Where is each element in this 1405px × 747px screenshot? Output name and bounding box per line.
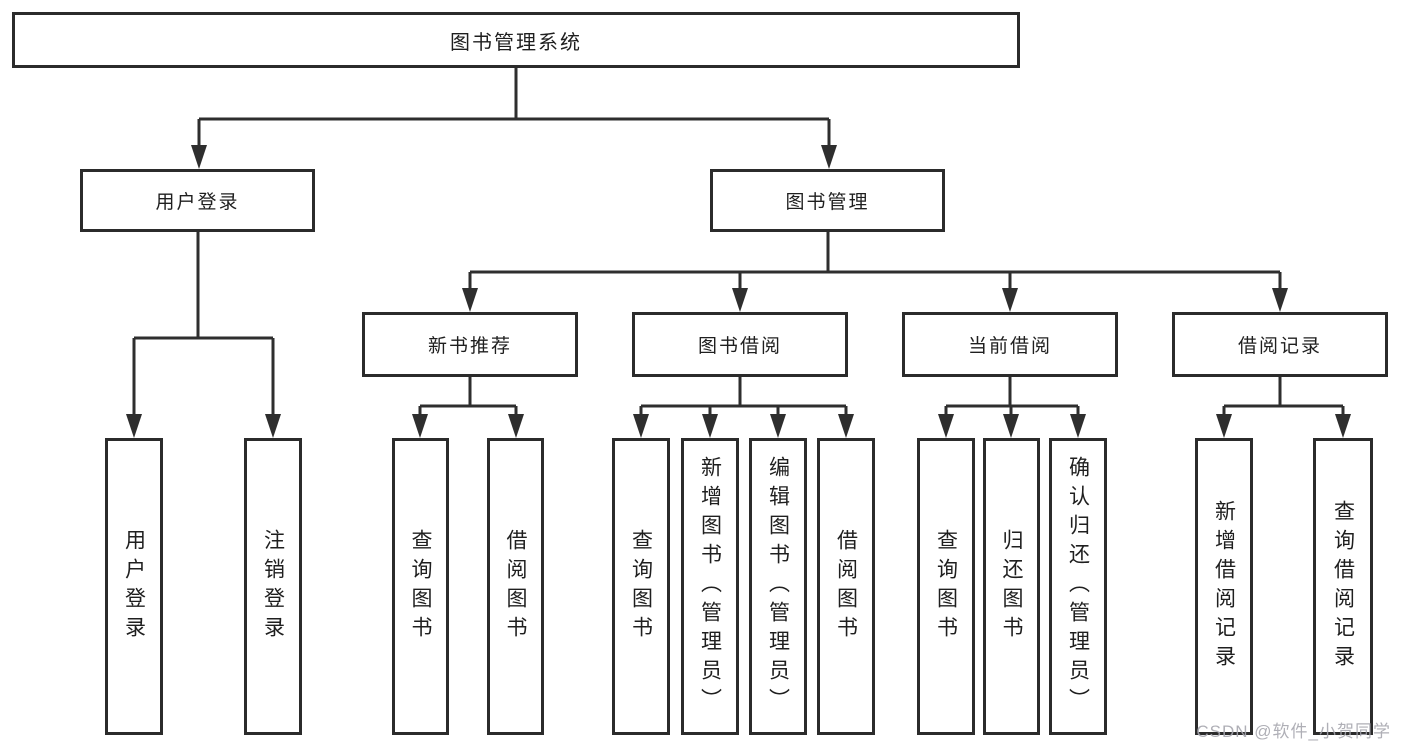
leaf-add-borrow-record: 新增借阅记录 (1195, 438, 1253, 735)
node-user-login: 用户登录 (80, 169, 315, 232)
node-label: 查询图书 (409, 528, 432, 645)
node-root-library-system: 图书管理系统 (12, 12, 1020, 68)
leaf-query-books-recommend: 查询图书 (392, 438, 449, 735)
leaf-add-books-admin: 新增图书（管理员） (681, 438, 739, 735)
leaf-query-borrow-record: 查询借阅记录 (1313, 438, 1373, 735)
node-label: 当前借阅 (967, 336, 1052, 357)
node-book-management: 图书管理 (710, 169, 945, 232)
node-label: 归还图书 (1000, 528, 1023, 645)
leaf-user-login: 用户登录 (105, 438, 163, 735)
node-new-book-recommend: 新书推荐 (362, 312, 578, 377)
node-current-borrowing: 当前借阅 (902, 312, 1118, 377)
node-label: 注销登录 (261, 528, 285, 645)
leaf-borrow-books-recommend: 借阅图书 (487, 438, 544, 735)
leaf-logout: 注销登录 (244, 438, 302, 735)
node-label: 借阅图书 (504, 528, 527, 645)
node-label: 编辑图书（管理员） (766, 456, 790, 717)
node-label: 图书管理 (785, 192, 870, 213)
node-label: 用户登录 (155, 192, 240, 213)
node-label: 借阅图书 (834, 528, 858, 645)
leaf-confirm-return-admin: 确认归还（管理员） (1049, 438, 1107, 735)
node-label: 确认归还（管理员） (1066, 456, 1090, 717)
node-label: 图书管理系统 (450, 31, 582, 54)
node-label: 图书借阅 (697, 336, 782, 357)
leaf-query-books-current: 查询图书 (917, 438, 975, 735)
node-label: 查询借阅记录 (1331, 499, 1355, 674)
node-label: 借阅记录 (1237, 336, 1322, 357)
node-label: 查询图书 (934, 528, 958, 645)
node-label: 查询图书 (629, 528, 653, 645)
leaf-edit-books-admin: 编辑图书（管理员） (749, 438, 807, 735)
leaf-query-books-borrowing: 查询图书 (612, 438, 670, 735)
node-label: 新书推荐 (427, 336, 512, 357)
csdn-watermark: CSDN @软件_小贺同学 (1196, 722, 1391, 741)
node-label: 用户登录 (122, 528, 146, 645)
node-borrowing-records: 借阅记录 (1172, 312, 1388, 377)
leaf-return-books: 归还图书 (983, 438, 1040, 735)
node-book-borrowing: 图书借阅 (632, 312, 848, 377)
node-label: 新增图书（管理员） (698, 456, 722, 717)
leaf-borrow-books: 借阅图书 (817, 438, 875, 735)
arrowheads (126, 145, 1351, 438)
node-label: 新增借阅记录 (1212, 499, 1236, 674)
